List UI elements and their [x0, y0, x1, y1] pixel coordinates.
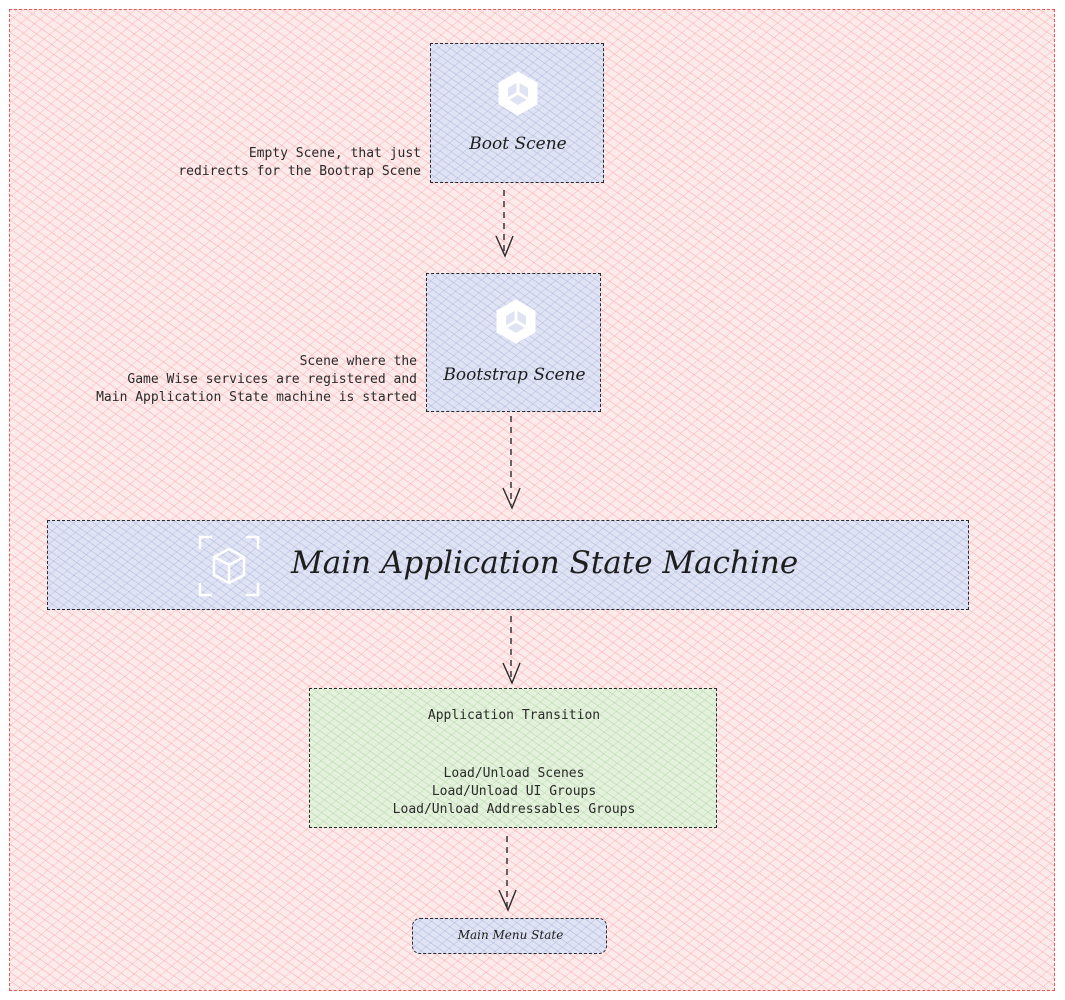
ar-cube-icon: [198, 535, 260, 597]
boot-scene-note: Empty Scene, that just redirects for the…: [178, 146, 421, 179]
boot-scene-title: Boot Scene: [469, 134, 567, 154]
unity-cube-icon: [496, 299, 536, 344]
transition-item: Load/Unload UI Groups: [431, 784, 597, 799]
state-machine-title: Main Application State Machine: [291, 545, 799, 581]
bootstrap-scene-note: Scene where the Game Wise services are r…: [96, 354, 417, 405]
transition-item: Load/Unload Addressables Groups: [392, 802, 636, 817]
unity-cube-icon: [498, 71, 538, 116]
state-machine-node: Main Application State Machine: [47, 520, 969, 610]
transition-title: Application Transition: [427, 708, 601, 723]
bootstrap-scene-node: Bootstrap Scene: [426, 273, 601, 412]
main-menu-state-node: Main Menu State: [412, 918, 607, 954]
application-transition-node: Application Transition Load/Unload Scene…: [309, 688, 717, 828]
boot-scene-node: Boot Scene: [430, 43, 604, 183]
transition-item: Load/Unload Scenes: [443, 766, 585, 781]
bootstrap-scene-title: Bootstrap Scene: [443, 365, 586, 385]
main-menu-state-title: Main Menu State: [457, 928, 564, 942]
